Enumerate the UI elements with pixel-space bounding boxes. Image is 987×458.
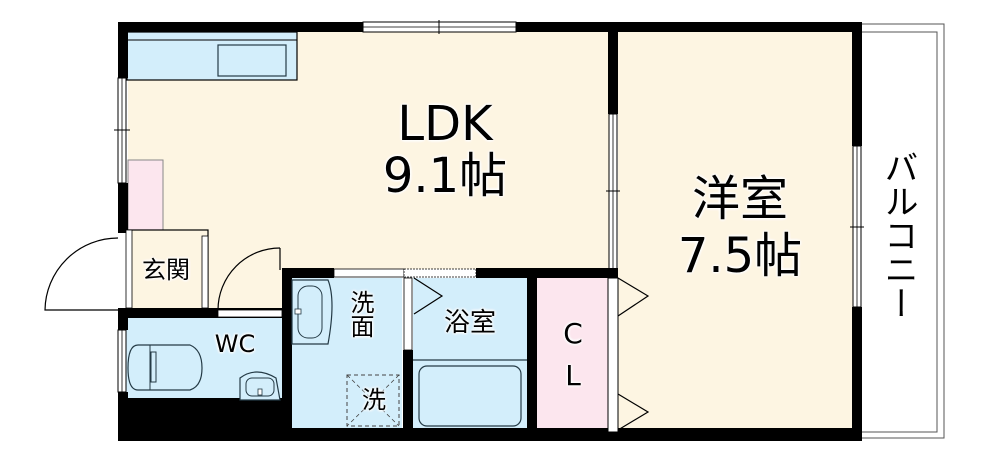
washroom-label: 洗面: [346, 290, 374, 338]
bathtub: [418, 365, 522, 427]
toilet-door-swing: [217, 247, 281, 311]
bath-door: [403, 277, 413, 351]
entrance-label: 玄関: [142, 256, 190, 284]
balcony-outline: [857, 23, 945, 439]
closet-floor: [536, 278, 608, 428]
washer-space: [346, 374, 400, 427]
toilet-bowl: [127, 344, 203, 391]
closet-label-l: L: [565, 359, 581, 392]
bath-door-swing: [413, 277, 444, 315]
balcony-label: バルコニー: [878, 150, 918, 320]
toilet-door-opening: [217, 309, 283, 318]
ldk-size: 9.1帖: [382, 148, 508, 204]
entrance-door-swing: [44, 237, 119, 311]
washroom-door-opening: [333, 268, 405, 278]
washer-label: 洗: [362, 386, 386, 414]
western-room-label: 洋室: [691, 171, 788, 227]
fridge-space: [127, 159, 164, 231]
toilet-hand-sink: [239, 371, 281, 401]
ldk-label: LDK: [397, 96, 493, 152]
bath-sliding-door: [403, 268, 477, 278]
western-room-size: 7.5帖: [677, 228, 803, 284]
closet-door-lower: [617, 393, 650, 431]
western-floor: [618, 30, 856, 432]
bathroom-label: 浴室: [443, 308, 496, 338]
closet-door-upper: [617, 277, 650, 317]
closet-label-c: C: [563, 317, 583, 350]
kitchen-sink: [217, 44, 287, 77]
toilet-label: WC: [214, 330, 256, 358]
